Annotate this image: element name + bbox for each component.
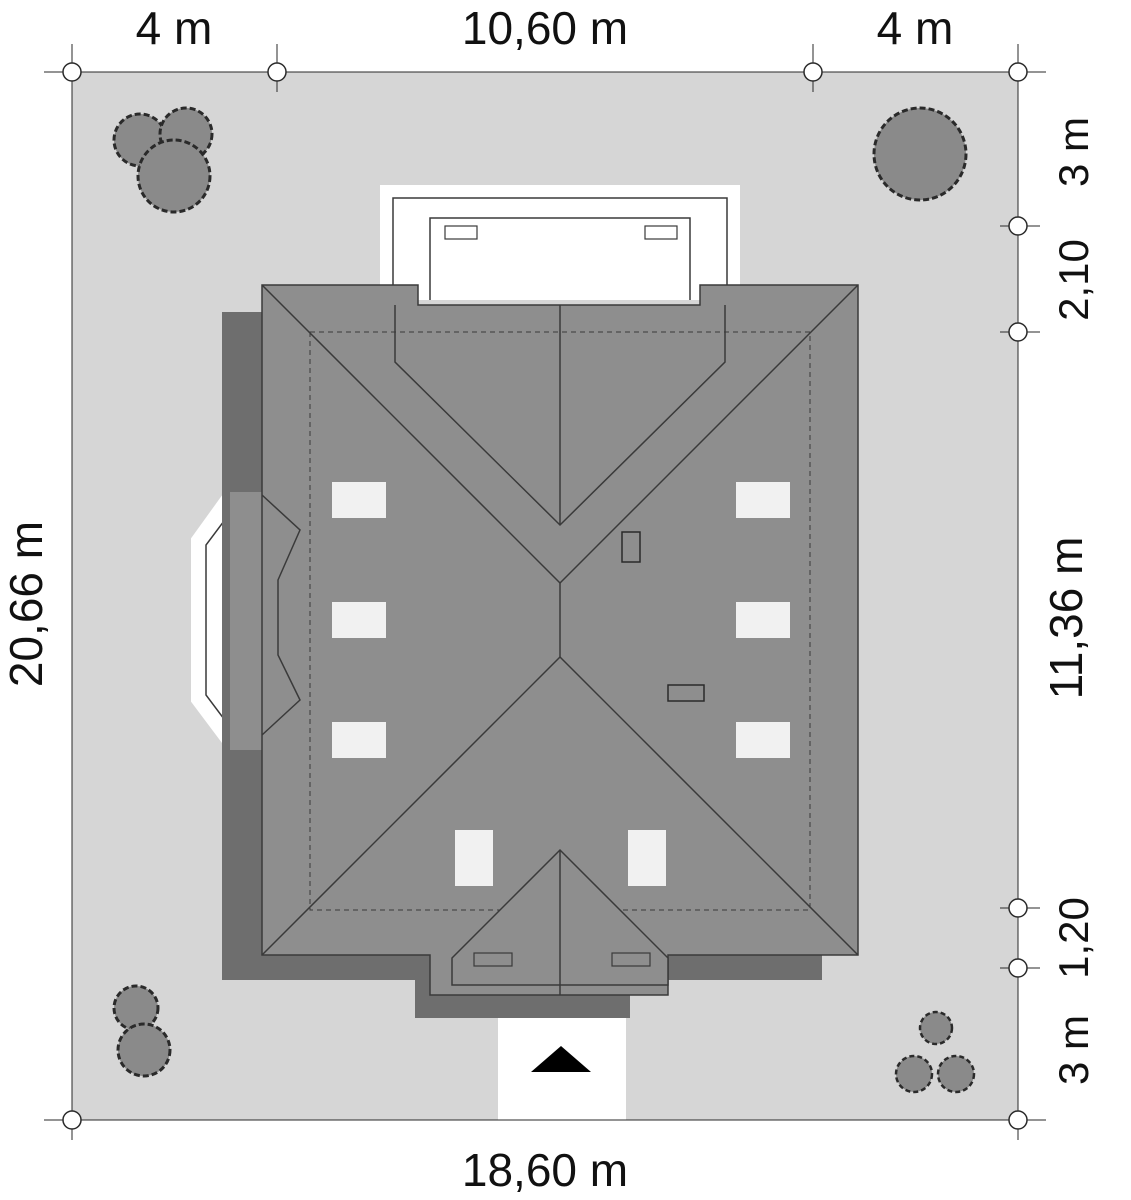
- chimney: [667, 684, 705, 702]
- skylight: [628, 830, 666, 886]
- dim-top-left: 4 m: [136, 2, 213, 54]
- chimney: [621, 531, 641, 563]
- dim-right-house: 11,36 m: [1040, 537, 1092, 700]
- dim-right-top-margin: 3 m: [1050, 117, 1097, 187]
- skylight: [736, 722, 790, 758]
- dim-right-terrace: 2,10: [1050, 239, 1097, 321]
- skylight: [332, 602, 386, 638]
- skylights: [332, 482, 790, 886]
- shrub-icon: [894, 1010, 976, 1094]
- dimension-markers: [44, 44, 1046, 1140]
- skylight: [332, 482, 386, 518]
- skylight: [455, 830, 493, 886]
- skylight: [736, 602, 790, 638]
- dim-top-width: 10,60 m: [462, 2, 628, 54]
- tree-icon: [872, 106, 968, 202]
- dim-top-right: 4 m: [877, 2, 954, 54]
- skylight: [332, 722, 386, 758]
- roof: [261, 284, 859, 996]
- dim-right-entry: 1,20: [1050, 897, 1097, 979]
- dim-left-depth: 20,66 m: [0, 521, 52, 687]
- dim-bottom-width: 18,60 m: [462, 1144, 628, 1196]
- terrace-top: [380, 185, 740, 300]
- entrance-arrow-icon: [531, 1046, 591, 1072]
- tree-icon: [112, 106, 214, 214]
- tree-icon: [112, 984, 172, 1078]
- skylight: [736, 482, 790, 518]
- dim-right-bottom-margin: 3 m: [1050, 1015, 1097, 1085]
